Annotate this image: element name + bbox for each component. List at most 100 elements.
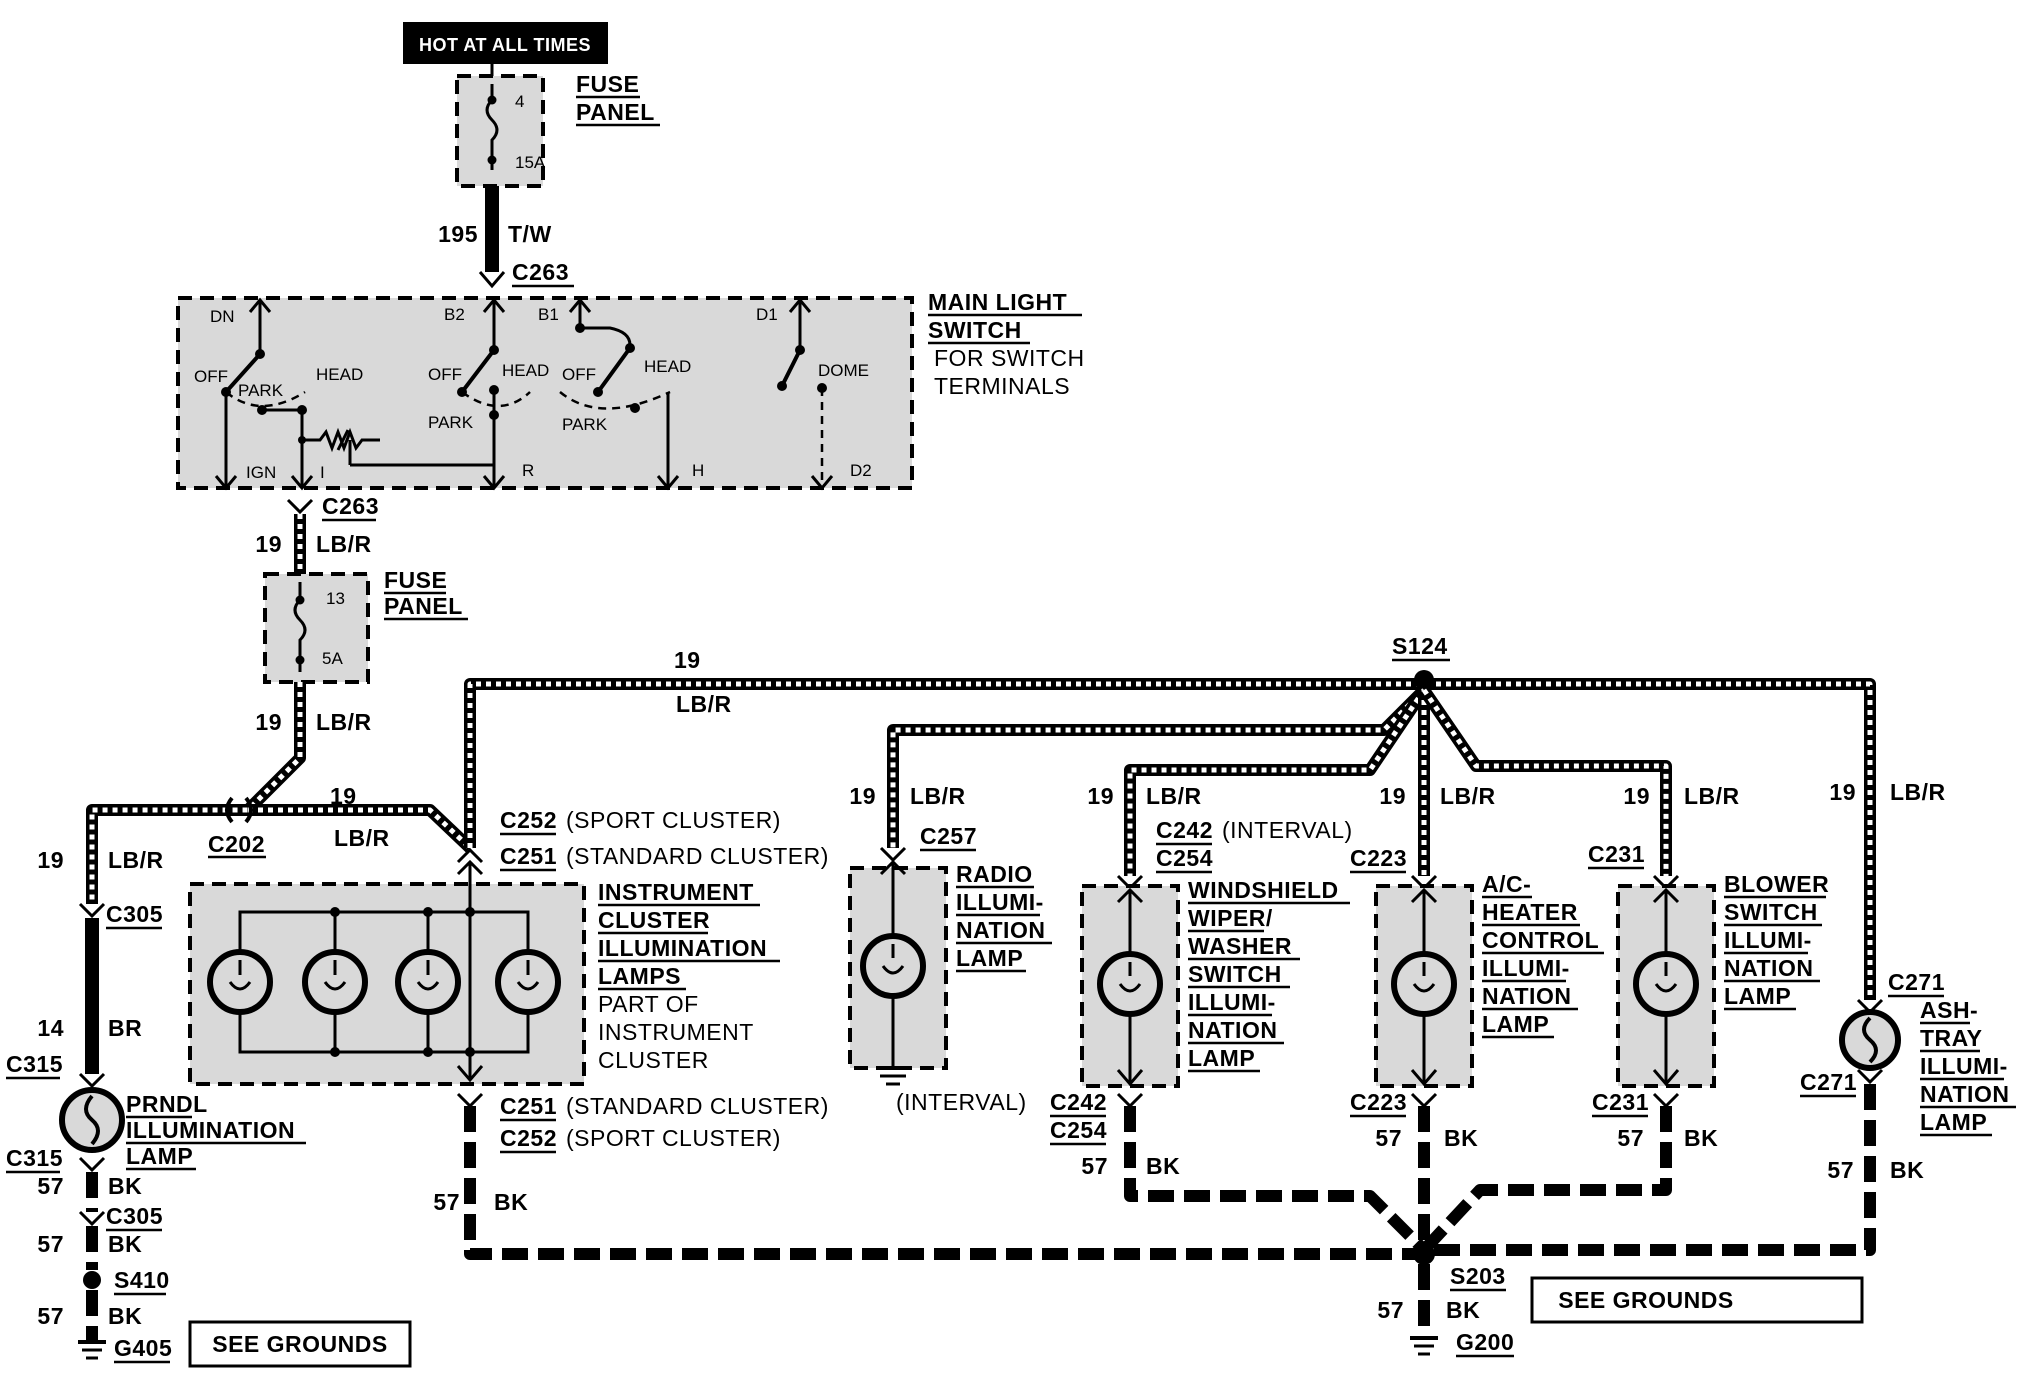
term-off-3: OFF bbox=[562, 365, 596, 384]
ashtray-label-2: TRAY bbox=[1920, 1025, 1983, 1051]
fuse-panel-top: 4 15A FUSE PANEL bbox=[455, 64, 660, 188]
fuse-number-13: 13 bbox=[326, 589, 345, 608]
ac-label-3: CONTROL bbox=[1482, 927, 1599, 953]
fuse-rating-15a: 15A bbox=[515, 153, 546, 172]
cluster-bulb-4 bbox=[495, 949, 561, 1015]
c252-top-note: (SPORT CLUSTER) bbox=[566, 807, 781, 833]
prndl-color: LB/R bbox=[108, 847, 164, 873]
prndl-label-1: PRNDL bbox=[126, 1091, 208, 1117]
prndl-circuit: 19 bbox=[37, 847, 64, 873]
term-head-1: HEAD bbox=[316, 365, 363, 384]
term-b1: B1 bbox=[538, 305, 559, 324]
connector-c305-top: C305 bbox=[106, 901, 163, 927]
connector-c305-bottom: C305 bbox=[106, 1203, 163, 1229]
connector-c202: C202 bbox=[208, 831, 265, 857]
ac-57: 57 bbox=[1375, 1125, 1402, 1151]
radio-circuit: 19 bbox=[849, 783, 876, 809]
term-park-2: PARK bbox=[428, 413, 474, 432]
ac-label-4: ILLUMI- bbox=[1482, 955, 1570, 981]
fuse-rating-5a: 5A bbox=[322, 649, 343, 668]
connector-c257: C257 bbox=[920, 823, 977, 849]
wiper-c242-note: (INTERVAL) bbox=[1222, 817, 1353, 843]
term-off-2: OFF bbox=[428, 365, 462, 384]
blower-bk: BK bbox=[1684, 1125, 1718, 1151]
blower-color: LB/R bbox=[1684, 783, 1740, 809]
cluster-label-4: LAMPS bbox=[598, 963, 681, 989]
hot-label: HOT AT ALL TIMES bbox=[419, 35, 591, 55]
main-light-switch-note-1: FOR SWITCH bbox=[934, 345, 1085, 371]
cluster-bulb-3 bbox=[395, 949, 461, 1015]
prndl-bkb: BK bbox=[108, 1231, 142, 1257]
wiper-switch-illumination: 19 LB/R C242 (INTERVAL) C254 WINDSHIELD … bbox=[896, 783, 1353, 1179]
c252-top: C252 bbox=[500, 807, 557, 833]
prndl-label-2: ILLUMINATION bbox=[126, 1117, 295, 1143]
cluster-label-1: INSTRUMENT bbox=[598, 879, 754, 905]
fuse-panel-mid-title-2: PANEL bbox=[384, 593, 463, 619]
c202-circuit: 19 bbox=[330, 783, 357, 809]
cluster-label-6: INSTRUMENT bbox=[598, 1019, 754, 1045]
wiper-color: LB/R bbox=[1146, 783, 1202, 809]
prndl-57c: 57 bbox=[37, 1303, 64, 1329]
ac-circuit: 19 bbox=[1379, 783, 1406, 809]
wire-br: BR bbox=[108, 1015, 142, 1041]
blower-57: 57 bbox=[1617, 1125, 1644, 1151]
blower-label-5: LAMP bbox=[1724, 983, 1791, 1009]
ashtray-bk: BK bbox=[1890, 1157, 1924, 1183]
ac-bk: BK bbox=[1444, 1125, 1478, 1151]
prndl-57b: 57 bbox=[37, 1231, 64, 1257]
wiper-c254-bottom: C254 bbox=[1050, 1117, 1107, 1143]
term-b2: B2 bbox=[444, 305, 465, 324]
splice-s410: S410 bbox=[114, 1267, 170, 1293]
connector-c315-bottom: C315 bbox=[6, 1145, 63, 1171]
term-r: R bbox=[522, 461, 534, 480]
wiper-label-2: WIPER/ bbox=[1188, 905, 1273, 931]
c251-top-note: (STANDARD CLUSTER) bbox=[566, 843, 829, 869]
ground-g405: G405 bbox=[114, 1335, 172, 1361]
connector-c231-bottom: C231 bbox=[1592, 1089, 1649, 1115]
hot-at-all-times-box: HOT AT ALL TIMES bbox=[403, 22, 608, 64]
top-bus-circuit: 19 bbox=[674, 647, 701, 673]
term-dome: DOME bbox=[818, 361, 869, 380]
wiper-circuit: 19 bbox=[1087, 783, 1114, 809]
wire-19-a-color: LB/R bbox=[316, 531, 372, 557]
ashtray-label-5: LAMP bbox=[1920, 1109, 1987, 1135]
term-i: I bbox=[320, 463, 325, 482]
blower-switch-illumination: 19 LB/R C231 BLOWER SWITCH ILLUMI- NATIO… bbox=[1588, 783, 1829, 1151]
blower-label-1: BLOWER bbox=[1724, 871, 1829, 897]
radio-illumination: 19 LB/R C257 RADIO ILLUMI- NATION LAMP bbox=[848, 783, 1052, 1086]
ashtray-label-4: NATION bbox=[1920, 1081, 2009, 1107]
ashtray-illumination: 19 LB/R C271 ASH- TRAY ILLUMI- NATION LA… bbox=[1800, 779, 2016, 1183]
connector-c315-top: C315 bbox=[6, 1051, 63, 1077]
blower-label-4: NATION bbox=[1724, 955, 1813, 981]
prndl-label-3: LAMP bbox=[126, 1143, 193, 1169]
blower-label-3: ILLUMI- bbox=[1724, 927, 1812, 953]
blower-circuit: 19 bbox=[1623, 783, 1650, 809]
radio-label-4: LAMP bbox=[956, 945, 1023, 971]
c202-color: LB/R bbox=[334, 825, 390, 851]
wire-19-b-color: LB/R bbox=[316, 709, 372, 735]
term-d2: D2 bbox=[850, 461, 872, 480]
radio-color: LB/R bbox=[910, 783, 966, 809]
cluster-label-3: ILLUMINATION bbox=[598, 935, 767, 961]
connector-c223-bottom: C223 bbox=[1350, 1089, 1407, 1115]
connector-c271-top: C271 bbox=[1888, 969, 1945, 995]
wiper-bk: BK bbox=[1146, 1153, 1180, 1179]
ashtray-label-3: ILLUMI- bbox=[1920, 1053, 2008, 1079]
main-light-switch-title-2: SWITCH bbox=[928, 317, 1022, 343]
wire-19-b-circuit: 19 bbox=[255, 709, 282, 735]
term-h: H bbox=[692, 461, 704, 480]
top-bus-color: LB/R bbox=[676, 691, 732, 717]
prndl-bka: BK bbox=[108, 1173, 142, 1199]
blower-label-2: SWITCH bbox=[1724, 899, 1818, 925]
wire-19-b: 19 LB/R C202 19 LB/R bbox=[86, 682, 475, 904]
radio-label-1: RADIO bbox=[956, 861, 1033, 887]
radio-label-2: ILLUMI- bbox=[956, 889, 1044, 915]
prndl-bkc: BK bbox=[108, 1303, 142, 1329]
c252-bottom-note: (SPORT CLUSTER) bbox=[566, 1125, 781, 1151]
ac-label-2: HEATER bbox=[1482, 899, 1578, 925]
c252-bottom: C252 bbox=[500, 1125, 557, 1151]
ashtray-label-1: ASH- bbox=[1920, 997, 1978, 1023]
cluster-label-7: CLUSTER bbox=[598, 1047, 709, 1073]
splice-s124: S124 bbox=[1392, 633, 1448, 659]
